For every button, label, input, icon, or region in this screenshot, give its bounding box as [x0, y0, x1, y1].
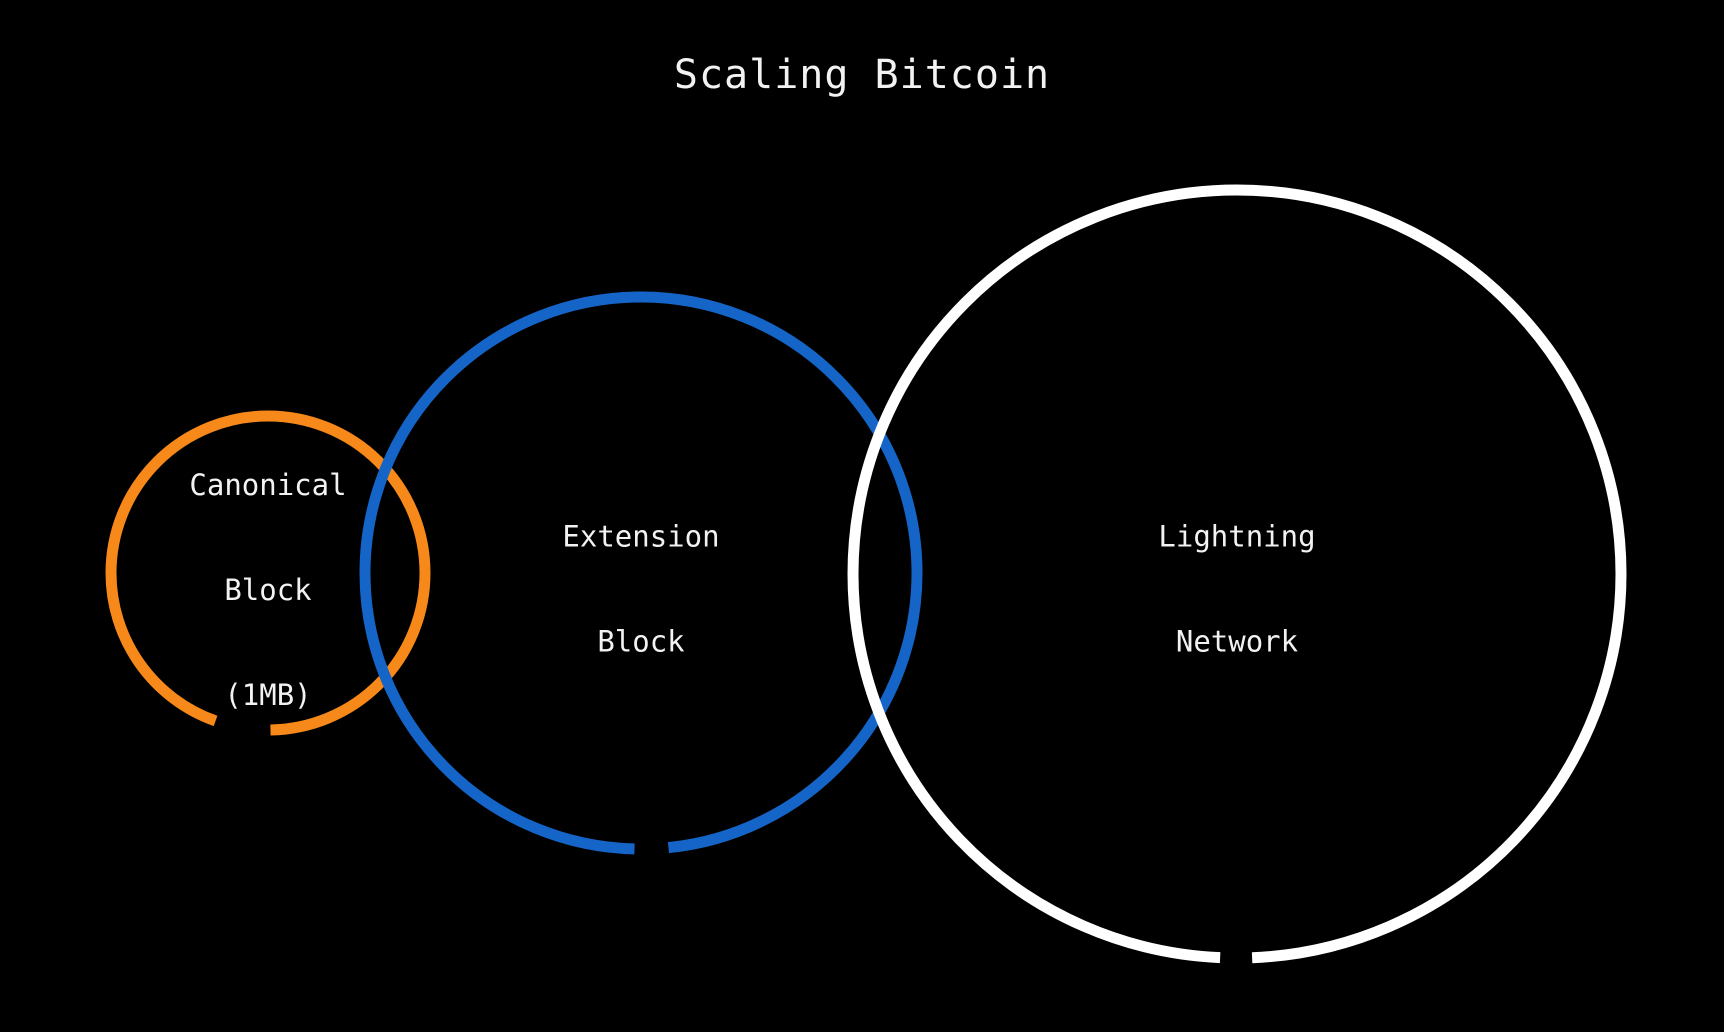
label-line: (1MB) — [224, 678, 312, 712]
label-line: Block — [597, 624, 685, 659]
label-line: Block — [224, 573, 312, 607]
extension-block-label: Extension Block — [562, 450, 719, 695]
label-line: Canonical — [189, 468, 347, 502]
canonical-block-circle — [105, 410, 431, 736]
diagram-title: Scaling Bitcoin — [673, 52, 1051, 98]
lightning-network-circle — [847, 184, 1627, 964]
canonical-block-label: Canonical Block (1MB) — [189, 398, 346, 748]
label-line: Network — [1175, 624, 1299, 659]
lightning-network-label: Lightning Network — [1158, 450, 1315, 695]
extension-block-circle — [359, 291, 923, 855]
label-line: Extension — [562, 519, 720, 554]
label-line: Lightning — [1158, 519, 1316, 554]
